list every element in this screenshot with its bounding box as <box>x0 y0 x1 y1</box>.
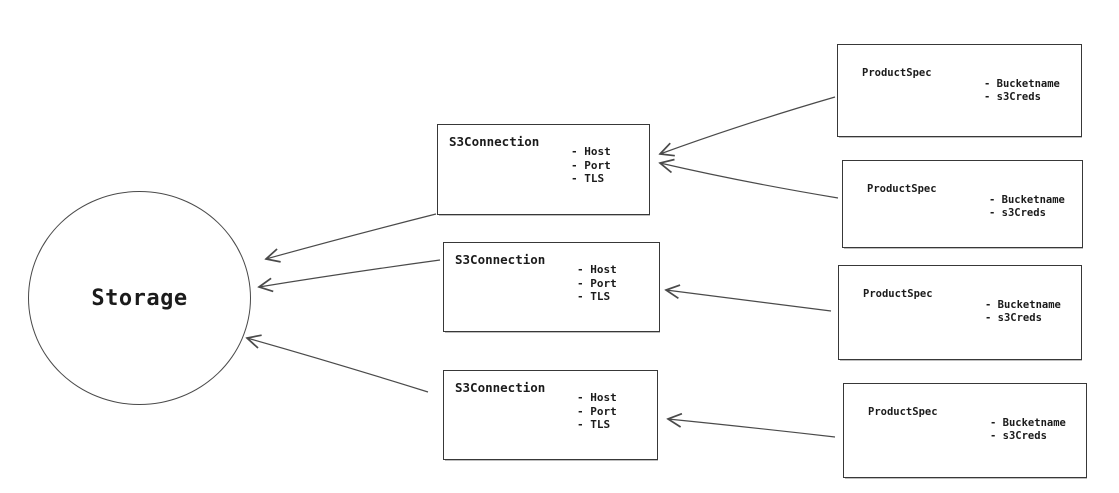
s3connection-title: S3Connection <box>455 380 546 395</box>
attribute-s3creds: - s3Creds <box>990 430 1047 442</box>
arrow-productspec1-to-s3connection1 <box>660 96 836 154</box>
attribute-host: - Host <box>577 263 617 276</box>
s3connection-title: S3Connection <box>449 134 540 149</box>
s3connection-node-2[interactable]: S3Connection - Host - Port - TLS <box>443 242 660 332</box>
arrow-s3connection3-to-storage <box>247 338 429 393</box>
attribute-bucketname: - Bucketname <box>984 78 1060 90</box>
productspec-node-3[interactable]: ProductSpec - Bucketname - s3Creds <box>838 265 1082 360</box>
s3connection-node-1[interactable]: S3Connection - Host - Port - TLS <box>437 124 650 215</box>
attribute-bucketname: - Bucketname <box>989 194 1065 206</box>
attribute-port: - Port <box>577 276 617 290</box>
s3connection-attributes: - Host - Port - TLS <box>571 145 611 186</box>
productspec-attributes: - Bucketname - s3Creds <box>990 417 1066 443</box>
s3connection-node-3[interactable]: S3Connection - Host - Port - TLS <box>443 370 658 460</box>
s3connection-attributes: - Host - Port - TLS <box>577 391 617 432</box>
productspec-attributes: - Bucketname - s3Creds <box>984 78 1060 104</box>
storage-node[interactable]: Storage <box>28 191 251 405</box>
storage-label: Storage <box>91 285 188 311</box>
arrow-s3connection1-to-storage <box>266 213 437 259</box>
attribute-tls: - TLS <box>577 290 611 303</box>
attribute-s3creds: - s3Creds <box>985 312 1042 324</box>
s3connection-attributes: - Host - Port - TLS <box>577 263 617 304</box>
arrow-productspec2-to-s3connection1 <box>660 163 839 199</box>
productspec-attributes: - Bucketname - s3Creds <box>985 299 1061 325</box>
attribute-host: - Host <box>571 145 611 158</box>
attribute-s3creds: - s3Creds <box>989 207 1046 219</box>
arrow-productspec3-to-s3connection2 <box>666 290 832 312</box>
attribute-tls: - TLS <box>577 418 611 431</box>
attribute-s3creds: - s3Creds <box>984 91 1041 103</box>
attribute-bucketname: - Bucketname <box>985 299 1061 311</box>
arrow-s3connection2-to-storage <box>259 259 441 287</box>
attribute-port: - Port <box>571 158 611 172</box>
arrow-productspec4-to-s3connection3 <box>668 419 836 438</box>
attribute-tls: - TLS <box>571 172 605 185</box>
productspec-title: ProductSpec <box>863 288 933 300</box>
attribute-port: - Port <box>577 404 617 418</box>
productspec-node-1[interactable]: ProductSpec - Bucketname - s3Creds <box>837 44 1082 137</box>
productspec-node-2[interactable]: ProductSpec - Bucketname - s3Creds <box>842 160 1083 248</box>
productspec-title: ProductSpec <box>868 406 938 418</box>
productspec-title: ProductSpec <box>862 67 932 79</box>
attribute-host: - Host <box>577 391 617 404</box>
productspec-title: ProductSpec <box>867 183 937 195</box>
s3connection-title: S3Connection <box>455 252 546 267</box>
attribute-bucketname: - Bucketname <box>990 417 1066 429</box>
productspec-node-4[interactable]: ProductSpec - Bucketname - s3Creds <box>843 383 1087 478</box>
productspec-attributes: - Bucketname - s3Creds <box>989 194 1065 220</box>
